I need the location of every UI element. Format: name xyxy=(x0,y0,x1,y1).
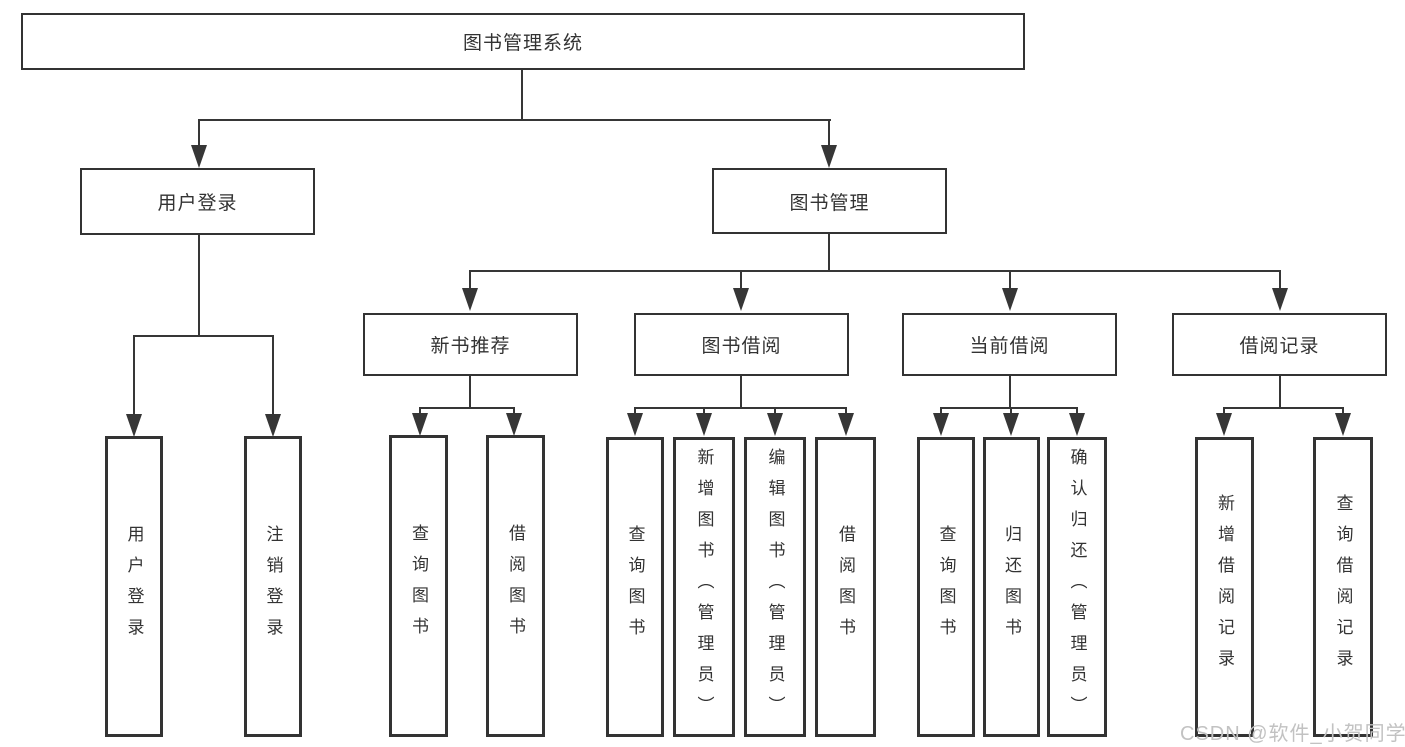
connector-current-stem xyxy=(1009,376,1011,409)
leaf-borrow-query: 查询图书 xyxy=(606,437,664,737)
connector-current-drop-1 xyxy=(940,407,942,415)
leaf-current-return: 归还图书 xyxy=(983,437,1040,737)
arrow-to-borrow-records xyxy=(1272,288,1288,311)
node-current-borrow: 当前借阅 xyxy=(902,313,1117,376)
connector-current-drop-2 xyxy=(1010,407,1012,415)
connector-borrow-stem xyxy=(740,376,742,409)
arrow-to-leaf-user-login xyxy=(126,414,142,437)
connector-newbook-drop-2 xyxy=(513,407,515,415)
node-book-management: 图书管理 xyxy=(712,168,947,234)
node-user-login-label: 用户登录 xyxy=(157,193,238,214)
connector-mgmt-stem xyxy=(828,234,830,272)
arrow-newbook-leaf-1 xyxy=(412,413,428,436)
leaf-newbook-borrow-label: 借阅图书 xyxy=(506,524,525,648)
leaf-borrow-edit-admin-label: 编辑图书（管理员） xyxy=(765,447,785,727)
node-book-management-label: 图书管理 xyxy=(789,192,870,214)
connector-login-drop-2 xyxy=(272,335,274,415)
leaf-borrow-add-admin: 新增图书（管理员） xyxy=(673,437,735,737)
leaf-records-add-label: 新增借阅记录 xyxy=(1215,494,1234,680)
connector-borrow-drop-3 xyxy=(774,407,776,415)
leaf-records-add: 新增借阅记录 xyxy=(1195,437,1254,737)
connector-borrow-drop-4 xyxy=(845,407,847,415)
connector-login-drop-1 xyxy=(133,335,135,415)
arrow-current-leaf-2 xyxy=(1003,413,1019,436)
arrow-to-book-management xyxy=(821,145,837,168)
leaf-newbook-query: 查询图书 xyxy=(389,435,448,737)
leaf-borrow-query-label: 查询图书 xyxy=(625,525,645,649)
leaf-current-confirm-admin-label: 确认归还（管理员） xyxy=(1067,447,1087,727)
connector-newbook-stem xyxy=(469,376,471,409)
leaf-current-return-label: 归还图书 xyxy=(1002,525,1021,649)
leaf-borrow-borrow: 借阅图书 xyxy=(815,437,876,737)
connector-mgmt-drop-1 xyxy=(469,270,471,290)
arrow-records-leaf-1 xyxy=(1216,413,1232,436)
leaf-newbook-borrow: 借阅图书 xyxy=(486,435,545,737)
arrow-to-new-book xyxy=(462,288,478,311)
connector-records-crossbar xyxy=(1223,407,1344,409)
connector-root-stem xyxy=(521,70,523,120)
connector-borrow-drop-2 xyxy=(703,407,705,415)
node-new-book-recommend: 新书推荐 xyxy=(363,313,578,376)
node-new-book-label: 新书推荐 xyxy=(430,336,511,357)
leaf-current-query-label: 查询图书 xyxy=(936,525,956,649)
node-borrow-records-label: 借阅记录 xyxy=(1239,336,1320,357)
arrow-to-leaf-logout xyxy=(265,414,281,437)
arrow-newbook-leaf-2 xyxy=(506,413,522,436)
connector-records-drop-1 xyxy=(1223,407,1225,415)
connector-current-drop-3 xyxy=(1076,407,1078,415)
node-user-login: 用户登录 xyxy=(80,168,315,235)
connector-current-crossbar xyxy=(940,407,1078,409)
connector-records-drop-2 xyxy=(1342,407,1344,415)
node-root-label: 图书管理系统 xyxy=(462,33,583,54)
arrow-borrow-leaf-1 xyxy=(627,413,643,436)
leaf-borrow-borrow-label: 借阅图书 xyxy=(836,525,855,649)
connector-login-stem xyxy=(198,235,200,337)
connector-borrow-drop-1 xyxy=(634,407,636,415)
leaf-records-query-label: 查询借阅记录 xyxy=(1333,494,1353,680)
connector-records-stem xyxy=(1279,376,1281,409)
arrow-current-leaf-3 xyxy=(1069,413,1085,436)
node-book-borrow: 图书借阅 xyxy=(634,313,849,376)
node-borrow-records: 借阅记录 xyxy=(1172,313,1387,376)
connector-root-crossbar xyxy=(198,119,831,121)
connector-login-crossbar xyxy=(133,335,274,337)
arrow-to-user-login xyxy=(191,145,207,168)
connector-newbook-drop-1 xyxy=(419,407,421,415)
leaf-records-query: 查询借阅记录 xyxy=(1313,437,1373,737)
leaf-logout: 注销登录 xyxy=(244,436,302,737)
arrow-to-book-borrow xyxy=(733,288,749,311)
arrow-current-leaf-1 xyxy=(933,413,949,436)
connector-mgmt-drop-4 xyxy=(1279,270,1281,290)
connector-root-drop-left xyxy=(198,119,200,148)
connector-mgmt-crossbar xyxy=(469,270,1281,272)
csdn-watermark: CSDN @软件_小贺同学 xyxy=(1180,723,1405,745)
leaf-logout-label: 注销登录 xyxy=(263,524,283,649)
connector-borrow-crossbar xyxy=(634,407,846,409)
leaf-borrow-add-admin-label: 新增图书（管理员） xyxy=(694,447,714,727)
connector-root-drop-right xyxy=(828,119,830,148)
arrow-borrow-leaf-2 xyxy=(696,413,712,436)
node-root-library-system: 图书管理系统 xyxy=(21,13,1025,70)
arrow-borrow-leaf-4 xyxy=(838,413,854,436)
node-current-borrow-label: 当前借阅 xyxy=(969,336,1050,357)
arrow-records-leaf-2 xyxy=(1335,413,1351,436)
leaf-current-confirm-admin: 确认归还（管理员） xyxy=(1047,437,1107,737)
connector-newbook-crossbar xyxy=(419,407,515,409)
arrow-borrow-leaf-3 xyxy=(767,413,783,436)
leaf-user-login: 用户登录 xyxy=(105,436,163,737)
leaf-newbook-query-label: 查询图书 xyxy=(409,524,428,648)
arrow-to-current-borrow xyxy=(1002,288,1018,311)
leaf-user-login-label: 用户登录 xyxy=(124,524,144,649)
leaf-current-query: 查询图书 xyxy=(917,437,975,737)
connector-mgmt-drop-3 xyxy=(1009,270,1011,290)
node-book-borrow-label: 图书借阅 xyxy=(701,336,782,357)
leaf-borrow-edit-admin: 编辑图书（管理员） xyxy=(744,437,806,737)
connector-mgmt-drop-2 xyxy=(740,270,742,290)
